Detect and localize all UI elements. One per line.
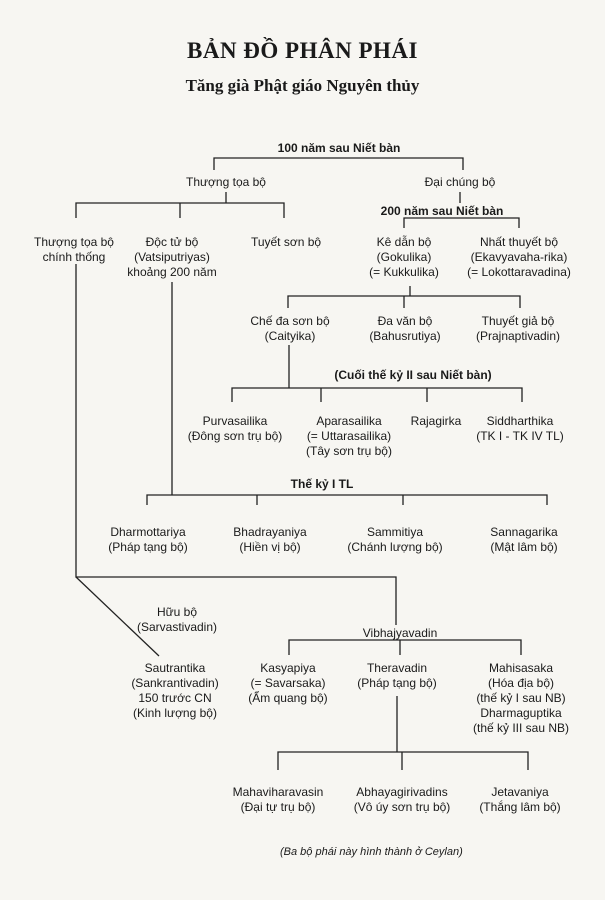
node-da-van: Đa văn bộ (Bahusrutiya) xyxy=(369,314,441,343)
node-sannagarika: Sannagarika (Mật lâm bộ) xyxy=(490,525,558,554)
node-vibhajyavadin: Vibhajyavadin xyxy=(362,626,438,640)
header-1st-century-ad: Thế kỷ I TL xyxy=(290,477,354,491)
node-mahisasaka: Mahisasaka (Hóa địa bộ) (thế kỷ I sau NB… xyxy=(472,661,570,735)
line-tk1 xyxy=(146,494,548,505)
node-thuong-toa: Thượng tọa bộ xyxy=(186,175,266,189)
node-doc-tu: Độc tử bộ (Vatsiputriyas) khoảng 200 năm xyxy=(127,235,217,279)
header-end-2nd-century: (Cuối thế kỷ II sau Niết bàn) xyxy=(334,368,492,382)
line-thera xyxy=(277,696,529,770)
line-huu-bo xyxy=(75,576,160,657)
node-rajagirka: Rajagirka xyxy=(410,414,462,428)
header-200-years: 200 năm sau Niết bàn xyxy=(380,204,504,218)
line-vibhajya xyxy=(288,639,522,655)
node-abhayagirivadins: Abhayagirivadins (Vô úy sơn trụ bộ) xyxy=(353,785,451,814)
node-sammitiya: Sammitiya (Chánh lượng bộ) xyxy=(347,525,443,554)
node-dai-chung: Đại chúng bộ xyxy=(424,175,496,189)
node-thuyet-gia: Thuyết giả bộ (Prajnaptivadin) xyxy=(475,314,561,343)
node-nhat-thuyet: Nhất thuyết bộ (Ekavyavaha-rika) (= Loko… xyxy=(467,235,571,279)
node-siddharthika: Siddharthika (TK I - TK IV TL) xyxy=(476,414,564,443)
header-100-years: 100 năm sau Niết bàn xyxy=(277,141,401,155)
line-che-da xyxy=(231,345,523,402)
node-dharmottariya: Dharmottariya (Pháp tạng bộ) xyxy=(108,525,188,554)
node-bhadrayaniya: Bhadrayaniya (Hiền vị bộ) xyxy=(233,525,307,554)
line-ke-dan xyxy=(287,286,521,308)
node-aparasailika: Aparasailika (= Uttarasailika) (Tây sơn … xyxy=(306,414,392,458)
node-purvasailika: Purvasailika (Đông sơn trụ bộ) xyxy=(187,414,283,443)
node-thuong-toa-chinh-thong: Thượng tọa bộ chính thống xyxy=(34,235,114,264)
node-ke-dan: Kê dẫn bộ (Gokulika) (= Kukkulika) xyxy=(369,235,439,279)
page-subtitle: Tăng già Phật giáo Nguyên thủy xyxy=(185,76,420,95)
node-sautrantika: Sautrantika (Sankrantivadin) 150 trước C… xyxy=(131,661,219,720)
node-kasyapiya: Kasyapiya (= Savarsaka) (Ẩm quang bộ) xyxy=(248,661,328,705)
line-thuong-toa xyxy=(75,192,285,218)
node-theravadin: Theravadin (Pháp tạng bộ) xyxy=(357,661,437,690)
ceylon-note: (Ba bộ phái này hình thành ở Ceylan) xyxy=(280,846,463,858)
node-mahaviharavasin: Mahaviharavasin (Đại tự trụ bộ) xyxy=(232,785,324,814)
line-thuong-toa-chinh xyxy=(75,264,397,625)
line-100 xyxy=(213,157,464,170)
node-jetavaniya: Jetavaniya (Thắng lâm bộ) xyxy=(479,785,561,814)
line-dai-chung xyxy=(403,192,520,228)
page-title: BẢN ĐỒ PHÂN PHÁI xyxy=(187,38,418,63)
node-tuyet-son: Tuyết sơn bộ xyxy=(250,235,322,249)
node-che-da-son: Chế đa sơn bộ (Caityika) xyxy=(250,314,330,343)
node-huu-bo: Hữu bộ (Sarvastivadin) xyxy=(136,605,218,634)
